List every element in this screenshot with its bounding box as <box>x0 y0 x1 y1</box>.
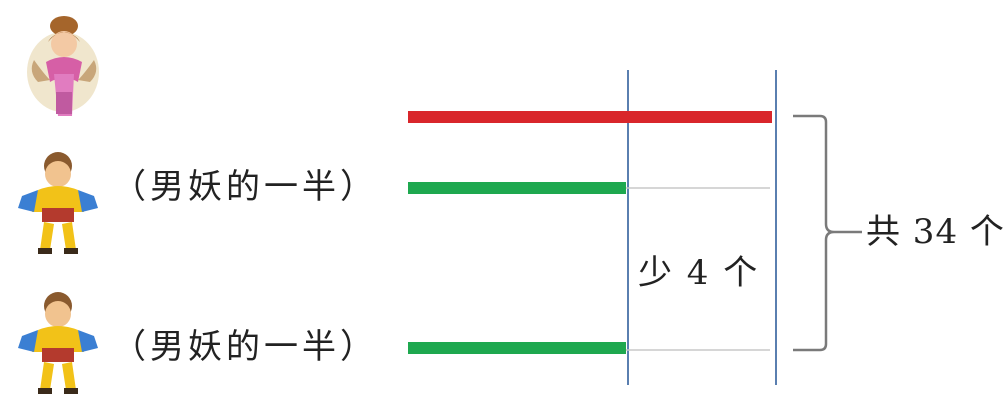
half-label-1: （男妖的一半） <box>112 167 378 207</box>
male-demon-icon <box>18 152 98 254</box>
difference-label: 少 4 个 <box>638 253 760 293</box>
female-demon-icon <box>27 16 99 116</box>
bar-female-demon <box>408 111 772 123</box>
half-label-2: （男妖的一半） <box>112 327 378 367</box>
bar-male-demon-half-2 <box>408 342 626 354</box>
total-label: 共 34 个 <box>866 212 1005 252</box>
male-demon-icon <box>18 292 98 394</box>
total-brace <box>793 114 862 352</box>
bar-male-demon-half-1 <box>408 182 626 194</box>
